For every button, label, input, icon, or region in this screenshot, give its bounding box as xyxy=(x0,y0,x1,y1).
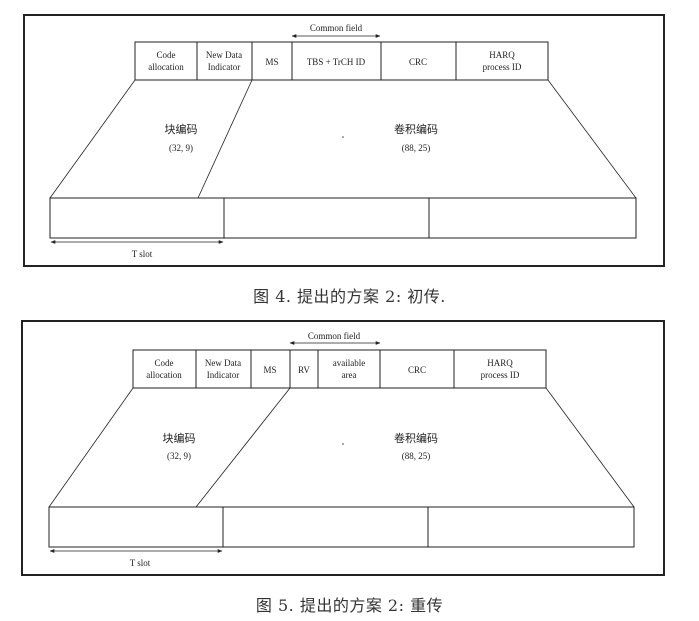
new-data-label-2: Indicator xyxy=(207,370,239,380)
harq-label-2: process ID xyxy=(481,370,520,380)
available-area-label-1: available xyxy=(333,358,365,368)
code-allocation-label-2: allocation xyxy=(146,370,182,380)
ms-label: MS xyxy=(265,57,278,67)
slot-3 xyxy=(427,506,635,548)
dot-mark xyxy=(342,443,344,445)
conv-code-params: (88, 25) xyxy=(402,451,431,461)
common-field-label: Common field xyxy=(308,331,361,341)
figure-5-frame xyxy=(21,320,665,576)
common-field-label: Common field xyxy=(310,23,363,33)
slot-1 xyxy=(49,197,225,239)
rv-label: RV xyxy=(298,365,310,375)
rv-field xyxy=(289,349,319,389)
code-allocation-label-1: Code xyxy=(155,358,174,368)
figure-4: Common field Code allocation New Data In… xyxy=(23,14,665,267)
tslot-label: T slot xyxy=(130,558,151,568)
figure-5-caption: 图 5. 提出的方案 2: 重传 xyxy=(255,596,444,615)
slot-2 xyxy=(222,506,429,548)
slot-1 xyxy=(48,506,224,548)
code-allocation-field xyxy=(132,349,197,389)
crc-label: CRC xyxy=(409,57,427,67)
slot-3 xyxy=(428,197,637,239)
ms-field xyxy=(250,349,291,389)
crc-label: CRC xyxy=(408,365,426,375)
available-area-field xyxy=(317,349,381,389)
new-data-label-1: New Data xyxy=(206,50,242,60)
tbs-trch-label: TBS + TrCH ID xyxy=(307,57,366,67)
crc-field xyxy=(379,349,455,389)
harq-label-1: HARQ xyxy=(489,50,515,60)
dot-mark xyxy=(342,136,344,138)
harq-field xyxy=(455,41,549,81)
code-allocation-label-2: allocation xyxy=(148,62,184,72)
figure-4-frame xyxy=(23,14,665,267)
projection-line-mid xyxy=(195,387,291,508)
new-data-indicator-field xyxy=(196,41,253,81)
conv-code-params: (88, 25) xyxy=(402,143,431,153)
new-data-label-1: New Data xyxy=(205,358,241,368)
projection-line-right xyxy=(545,387,635,508)
block-code-label: 块编码 xyxy=(163,431,196,445)
code-allocation-field xyxy=(134,41,198,81)
conv-code-label: 卷积编码 xyxy=(394,122,438,136)
figure-4-caption: 图 4. 提出的方案 2: 初传. xyxy=(253,287,446,306)
slot-2 xyxy=(223,197,430,239)
block-code-label: 块编码 xyxy=(165,122,198,136)
figure-5: Common field Code allocation New Data In… xyxy=(21,320,665,576)
projection-line-left xyxy=(48,387,134,508)
projection-line-mid xyxy=(197,79,253,199)
conv-code-label: 卷积编码 xyxy=(394,431,438,445)
harq-label-1: HARQ xyxy=(487,358,513,368)
block-code-params: (32, 9) xyxy=(169,143,193,153)
projection-line-right xyxy=(547,79,637,199)
block-code-params: (32, 9) xyxy=(167,451,191,461)
crc-field xyxy=(380,41,457,81)
harq-label-2: process ID xyxy=(483,62,522,72)
tslot-label: T slot xyxy=(132,249,153,259)
code-allocation-label-1: Code xyxy=(157,50,176,60)
projection-line-left xyxy=(49,79,136,199)
harq-field xyxy=(453,349,547,389)
new-data-indicator-field xyxy=(195,349,252,389)
new-data-label-2: Indicator xyxy=(208,62,240,72)
available-area-label-2: area xyxy=(342,370,357,380)
ms-label: MS xyxy=(263,365,276,375)
ms-field xyxy=(251,41,293,81)
